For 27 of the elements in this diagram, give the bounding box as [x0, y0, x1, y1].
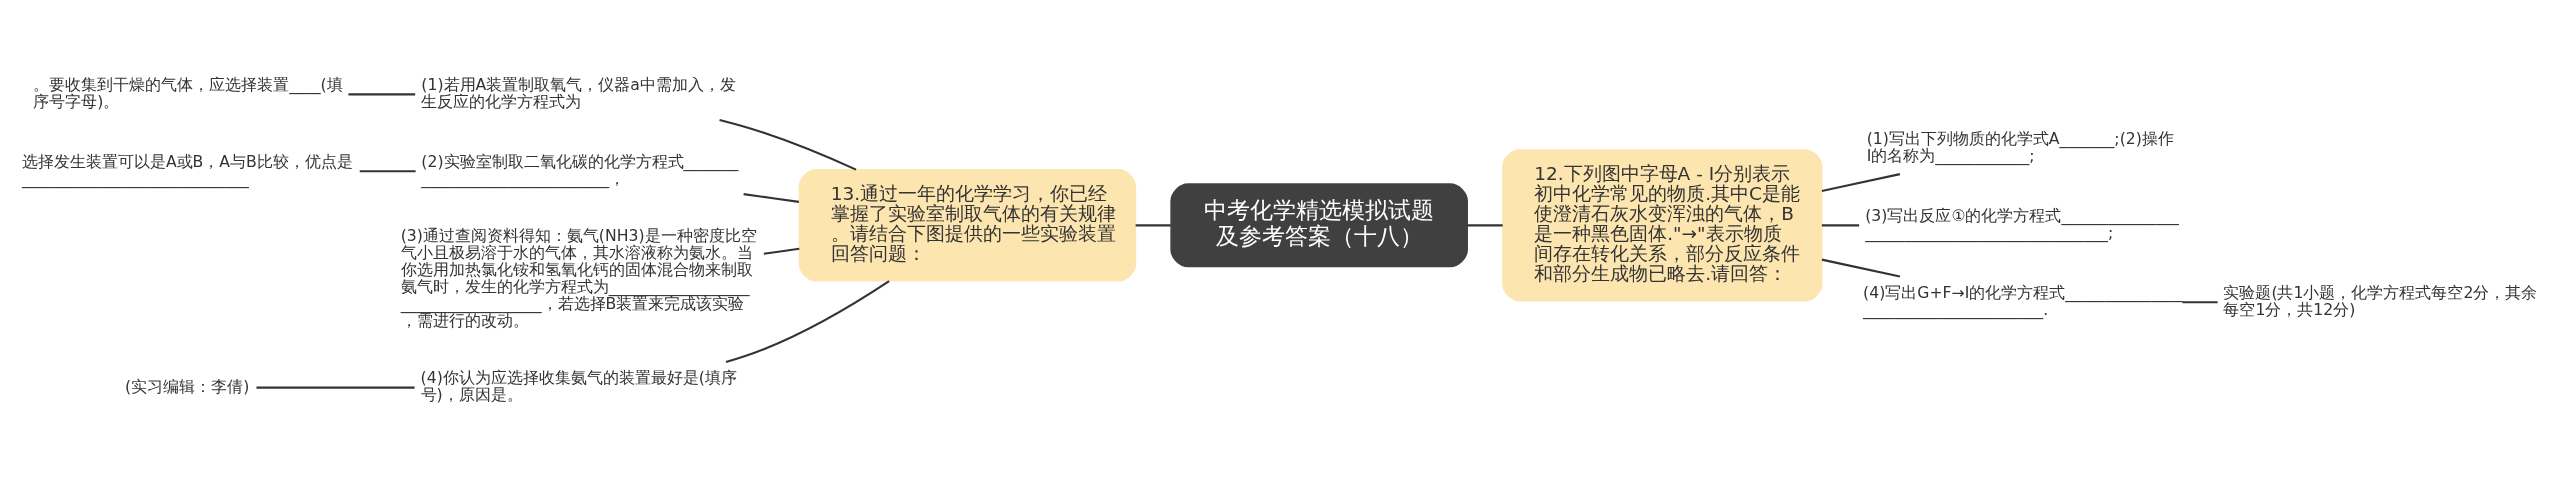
connector: [256, 386, 415, 389]
node-box: 13.通过一年的化学学习，你已经掌握了实验室制取气体的有关规律。请结合下图提供的一些实验装置回答问题：: [798, 169, 1137, 282]
node-text: 选择发生装置可以是A或B，A与B比较，优点是_____________________________: [21, 151, 353, 188]
connector: [763, 247, 800, 255]
node-text: (4)写出G+F→I的化学方程式______________________________________.: [1863, 282, 2183, 319]
connector: [1135, 224, 1171, 227]
connector: [1821, 258, 1901, 278]
node-text: (2)实验室制取二氧化碳的化学方程式_______________________________，: [421, 151, 739, 188]
connector: [725, 280, 890, 364]
connector: [1821, 173, 1901, 193]
node-text: (1)若用A装置制取氧气，仪器a中需加入，发生反应的化学方程式为: [421, 74, 736, 111]
connector: [1467, 224, 1503, 227]
node-text: (1)写出下列物质的化学式A_______;(2)操作Ⅰ的名称为____________;: [1866, 128, 2174, 165]
node-text: (3)写出反应①的化学方程式______________________________________________;: [1865, 205, 2179, 242]
connector: [719, 119, 857, 171]
connector: [743, 193, 799, 203]
node-text: (3)通过查阅资料得知：氨气(NH3)是一种密度比空气小且极易溶于水的气体，其水溶液称为氨水。当你选用加热氯化铵和氢氧化钙的固体混合物来制取氨气时，发生的化学方程式为____________________________________，若选择B装置来完成该实验，需进行的改动。: [400, 225, 757, 331]
connector: [359, 170, 416, 173]
node-box: 12.下列图中字母A - I分别表示初中化学常见的物质.其中C是能使澄清石灰水变浑浊的气体，B是一种黑色固体."→"表示物质间存在转化关系，部分反应条件和部分生成物已略去.请回答：: [1502, 149, 1823, 302]
connector: [1821, 224, 1860, 227]
node-box: 中考化学精选模拟试题及参考答案（十八）: [1170, 183, 1468, 268]
node-text: (4)你认为应选择收集氨气的装置最好是(填序号)，原因是。: [420, 368, 737, 405]
connector: [2182, 301, 2218, 304]
node-text: 。要收集到干燥的气体，应选择装置____(填序号字母)。: [33, 74, 343, 111]
connector: [348, 93, 416, 96]
node-text: (实习编辑：李倩): [125, 376, 250, 396]
node-text: 实验题(共1小题，化学方程式每空2分，其余每空1分，共12分): [2223, 282, 2538, 319]
